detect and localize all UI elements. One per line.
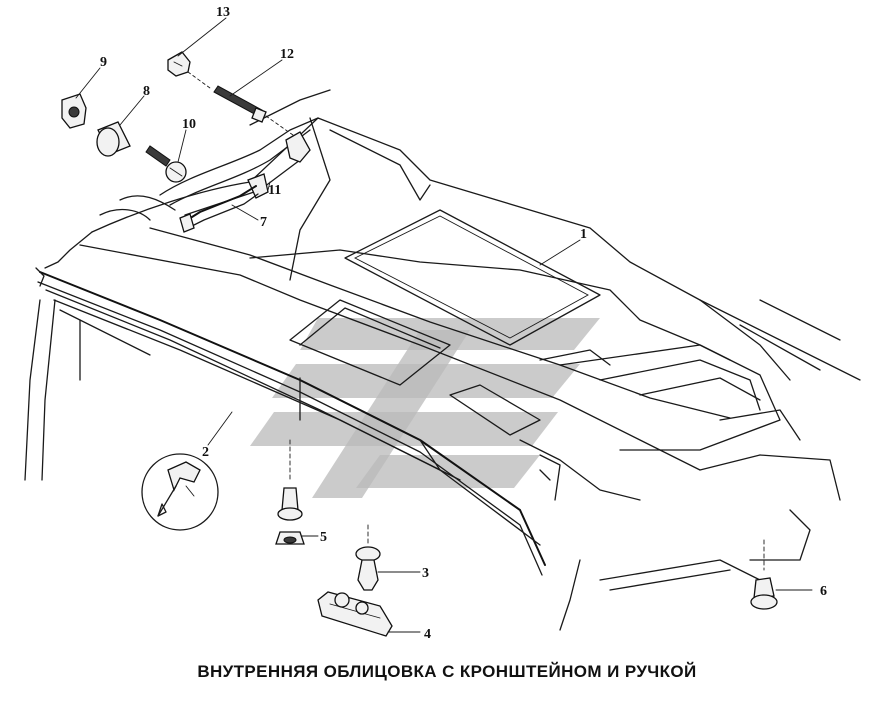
callout-6: 6 <box>820 584 827 599</box>
part-3-clip <box>355 524 421 591</box>
callout-13: 13 <box>216 5 230 20</box>
callout-9: 9 <box>100 55 107 70</box>
part-13-bracket <box>167 17 227 89</box>
callout-3: 3 <box>422 566 429 581</box>
diagram-caption: ВНУТРЕННЯЯ ОБЛИЦОВКА С КРОНШТЕЙНОМ И РУЧ… <box>197 662 697 681</box>
part-10-screw <box>145 129 187 183</box>
part-11-clip <box>247 131 311 199</box>
callout-2: 2 <box>202 445 209 460</box>
callout-12: 12 <box>280 47 294 62</box>
callout-11: 11 <box>268 183 281 198</box>
callout-7: 7 <box>260 215 267 230</box>
part-6-clip <box>750 539 813 610</box>
part-4-lamp <box>317 591 421 637</box>
callout-labels: 1 2 3 4 5 6 7 8 9 10 11 12 13 <box>100 5 827 642</box>
part-9-clip <box>61 67 101 129</box>
callout-10: 10 <box>182 117 196 132</box>
front-trim-strip <box>35 267 546 576</box>
headliner-panel <box>44 117 861 631</box>
detail-inset <box>141 453 219 531</box>
callout-8: 8 <box>143 84 150 99</box>
part-7-handle <box>179 185 259 233</box>
watermark-logo <box>250 318 600 498</box>
left-pillar <box>24 299 81 481</box>
callout-4: 4 <box>424 627 431 642</box>
callout-5: 5 <box>320 530 327 545</box>
callout-1: 1 <box>580 227 587 242</box>
part-8-cylinder <box>96 95 145 157</box>
part-12-screw <box>213 59 301 141</box>
part-5-clip <box>275 439 319 545</box>
